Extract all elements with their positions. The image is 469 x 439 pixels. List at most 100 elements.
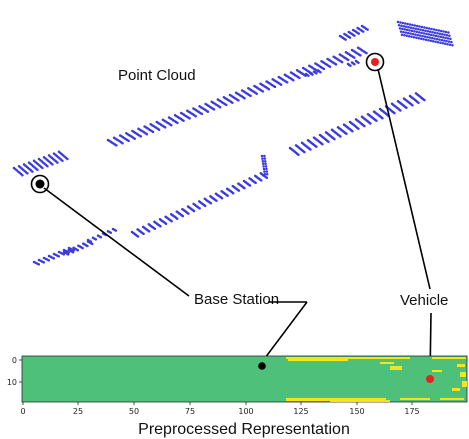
point-cloud-dot <box>417 37 421 40</box>
point-cloud-dot <box>237 99 240 102</box>
point-cloud-dot <box>406 31 410 35</box>
point-cloud-dot <box>262 165 265 168</box>
point-cloud-dot <box>413 30 416 33</box>
point-cloud-dot <box>417 101 420 104</box>
point-cloud-dot <box>447 40 451 43</box>
point-cloud-dot <box>441 42 445 45</box>
point-cloud-dot <box>61 159 64 163</box>
point-cloud-dot <box>427 33 431 36</box>
point-cloud-dot <box>62 253 66 256</box>
base-station-label: Base Station <box>194 291 279 308</box>
point-cloud-dot <box>414 27 418 30</box>
point-cloud-dot <box>414 33 417 36</box>
point-cloud <box>12 20 454 266</box>
point-cloud-dot <box>263 159 267 163</box>
point-cloud-dot <box>423 26 426 29</box>
x-tick-label-125: 125 <box>293 407 308 416</box>
point-cloud-dot <box>440 38 444 42</box>
point-cloud-dot <box>439 35 443 39</box>
point-cloud-dot <box>321 143 324 146</box>
point-cloud-dot <box>408 23 412 26</box>
point-cloud-dot <box>442 30 445 33</box>
base-station-marker <box>30 174 50 194</box>
point-cloud-dot <box>76 248 80 252</box>
point-cloud-dot <box>410 35 413 39</box>
point-cloud-dot <box>41 166 44 170</box>
point-cloud-dot <box>397 23 401 27</box>
point-cloud-dot <box>411 32 415 36</box>
point-cloud-dot <box>431 40 435 43</box>
point-cloud-dot <box>409 32 412 35</box>
point-cloud-dot <box>436 31 439 35</box>
point-cloud-dot <box>209 202 213 205</box>
point-cloud-dot <box>433 37 436 40</box>
point-cloud-dot <box>57 255 61 258</box>
point-cloud-dot <box>265 170 269 173</box>
point-cloud-dot <box>307 74 310 78</box>
point-cloud-dot <box>437 35 440 38</box>
point-cloud-dot <box>311 73 314 76</box>
point-cloud-dot <box>425 32 428 36</box>
point-cloud-dot <box>408 29 411 32</box>
point-cloud-dot <box>438 32 442 35</box>
point-cloud-dot <box>357 32 361 35</box>
point-cloud-dot <box>145 132 149 136</box>
point-cloud-dot <box>426 35 429 39</box>
point-cloud-dot <box>409 26 413 29</box>
point-cloud-dot <box>447 31 450 34</box>
point-cloud-dot <box>319 70 322 74</box>
point-cloud-dot <box>441 36 445 39</box>
point-cloud-dot <box>327 140 330 143</box>
point-cloud-dot <box>164 222 168 226</box>
point-cloud-dot <box>442 39 446 42</box>
heatmap-highlight-cell <box>432 357 466 359</box>
point-cloud-dot <box>21 173 24 177</box>
point-cloud-dot <box>218 105 222 109</box>
point-cloud-dot <box>400 33 404 37</box>
point-cloud-dot <box>448 34 451 37</box>
point-cloud-dot <box>439 29 443 33</box>
heatmap-highlight-cell <box>452 388 460 391</box>
point-cloud-dot <box>418 34 422 37</box>
x-tick-label-25: 25 <box>73 407 83 416</box>
point-cloud-dot <box>231 101 234 104</box>
point-cloud-dot <box>435 37 439 41</box>
point-cloud-dot <box>432 28 436 31</box>
point-cloud-dot <box>403 22 407 25</box>
base-station-connector-lower <box>261 301 308 363</box>
point-cloud-dot <box>254 181 257 185</box>
point-cloud-dot <box>157 128 161 131</box>
point-cloud-dot <box>401 21 405 25</box>
point-cloud-dot <box>309 148 312 151</box>
point-cloud-dot <box>405 28 409 32</box>
heatmap-highlight-cell <box>288 359 348 361</box>
point-cloud-dot <box>393 111 396 115</box>
point-cloud-dot <box>36 168 39 172</box>
heatmap-base-station-dot <box>258 362 266 370</box>
point-cloud-dot <box>263 170 266 173</box>
point-cloud-dot <box>264 162 267 166</box>
point-cloud-dot <box>411 104 414 107</box>
point-cloud-dot <box>265 167 268 171</box>
heatmap <box>21 355 468 403</box>
point-cloud-dot <box>99 235 103 239</box>
point-cloud-dot <box>411 23 414 27</box>
point-cloud-dot <box>121 141 124 145</box>
point-cloud-dot <box>264 165 268 168</box>
point-cloud-dot <box>415 30 419 34</box>
point-cloud-label: Point Cloud <box>118 67 196 84</box>
vehicle-ring <box>365 52 385 72</box>
point-cloud-dot <box>260 154 264 158</box>
point-cloud-dot <box>357 61 360 65</box>
point-cloud-dot <box>401 27 404 31</box>
point-cloud-dot <box>436 41 440 44</box>
point-cloud-dot <box>424 38 428 42</box>
point-cloud-dot <box>449 37 452 41</box>
point-cloud-dot <box>261 157 264 160</box>
point-cloud-dot <box>198 207 201 210</box>
point-cloud-dot <box>353 34 356 37</box>
point-cloud-dot <box>298 76 301 80</box>
point-cloud-dot <box>315 145 318 149</box>
point-cloud-dot <box>194 114 197 118</box>
